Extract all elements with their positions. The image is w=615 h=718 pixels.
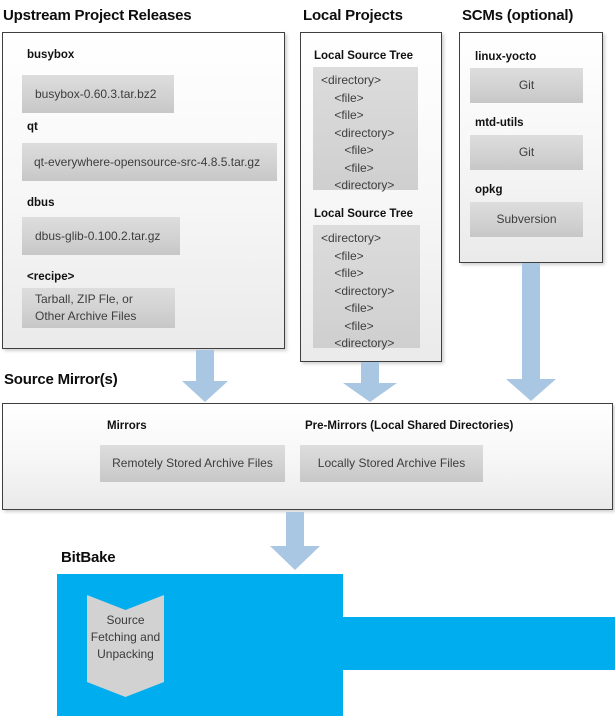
mirrors-label: Mirrors [107,420,147,432]
upstream-heading: Upstream Project Releases [3,7,192,24]
bitbake-heading: BitBake [61,549,116,566]
upstream-item-label: busybox [27,49,75,61]
scm-item-label: opkg [475,184,503,196]
scm-item-label: linux-yocto [475,51,537,63]
down-arrow-local-to-mirrors-icon [343,362,397,402]
scms-heading: SCMs (optional) [462,7,574,24]
local-source-tree: <directory> <file> <file> <directory> <f… [313,225,420,350]
scm-item-type: Git [470,68,583,103]
upstream-item-archive: Tarball, ZIP Fle, or Other Archive Files [22,288,175,328]
source-mirrors-heading: Source Mirror(s) [4,371,118,388]
local-source-tree-label: Local Source Tree [314,50,414,62]
scm-item-label: mtd-utils [475,117,524,129]
premirrors-label: Pre-Mirrors (Local Shared Directories) [305,420,514,432]
scm-item-type: Git [470,135,583,170]
mirrors-chip: Remotely Stored Archive Files [100,445,285,482]
bitbake-output-arm [342,617,615,670]
upstream-item-archive: busybox-0.60.3.tar.bz2 [22,75,174,113]
upstream-item-label: <recipe> [27,271,75,283]
down-arrow-mirrors-to-bitbake-icon [270,512,320,570]
down-arrow-scms-to-mirrors-icon [506,263,556,401]
scm-item-type: Subversion [470,202,583,237]
upstream-item-archive: dbus-glib-0.100.2.tar.gz [22,217,180,255]
premirrors-chip: Locally Stored Archive Files [300,445,483,482]
local-projects-heading: Local Projects [303,7,403,24]
local-source-tree-label: Local Source Tree [314,208,414,220]
upstream-item-label: qt [27,121,38,133]
upstream-item-label: dbus [27,197,55,209]
upstream-item-archive: qt-everywhere-opensource-src-4.8.5.tar.g… [22,143,277,181]
local-source-tree: <directory> <file> <file> <directory> <f… [313,67,418,192]
down-arrow-upstream-to-mirrors-icon [182,350,228,402]
source-fetching-label: Source Fetching and Unpacking [90,613,161,661]
